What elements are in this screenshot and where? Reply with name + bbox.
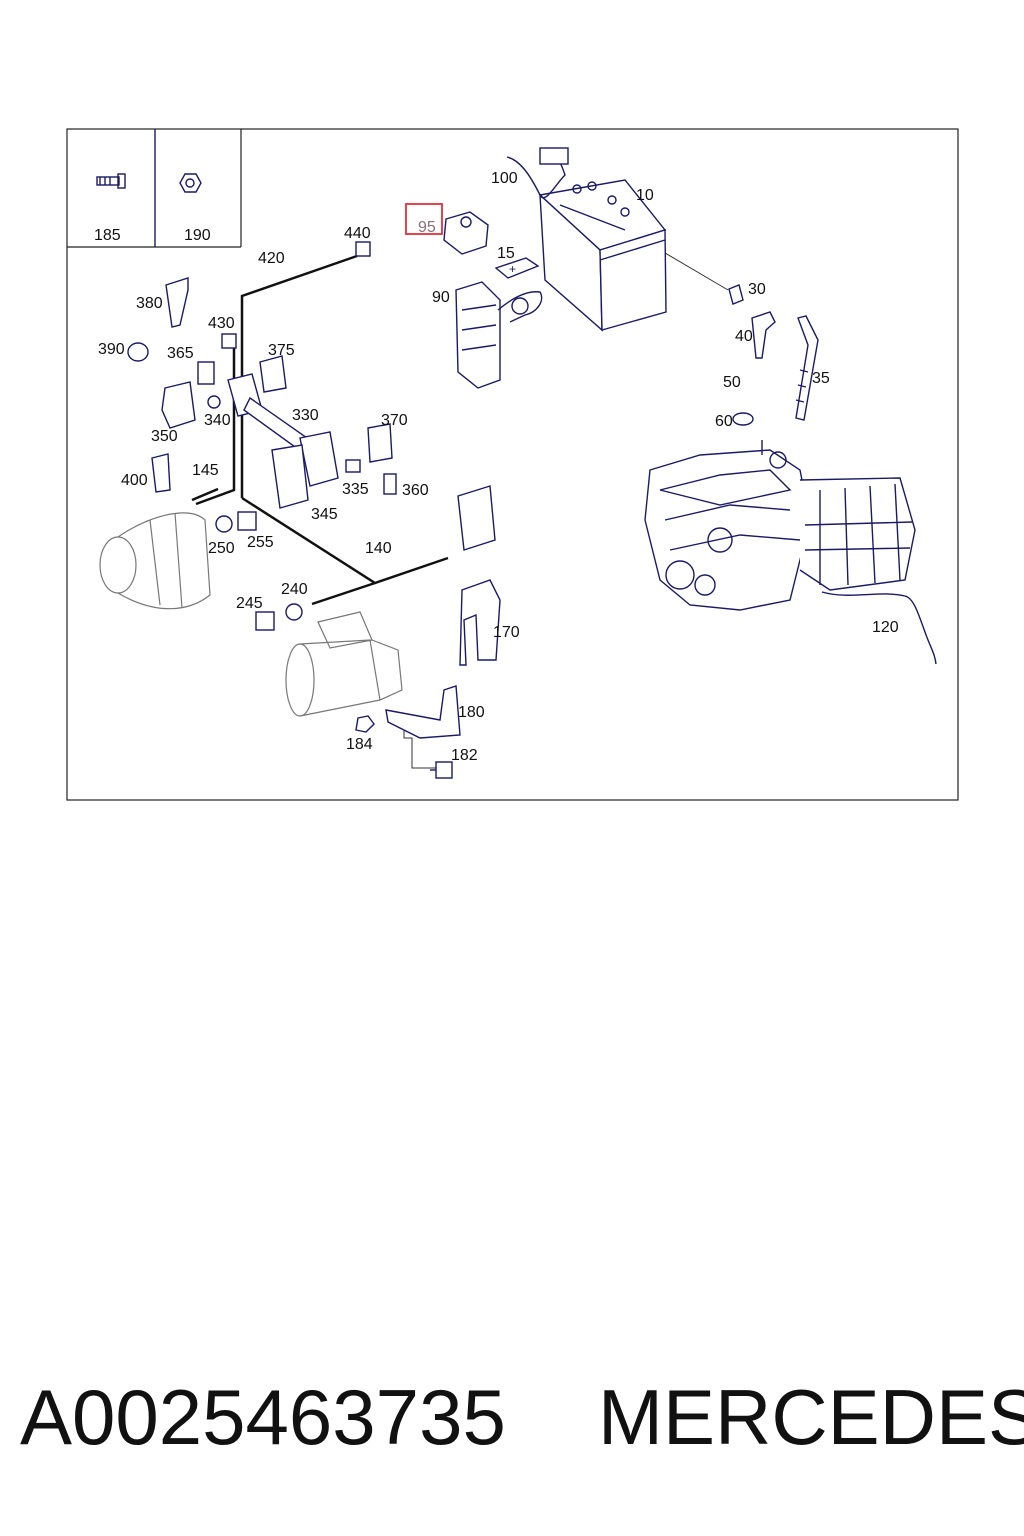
label-390: 390 (98, 341, 125, 358)
elbow-40 (751, 311, 776, 359)
highlight-box-95 (405, 203, 443, 235)
label-240: 240 (281, 581, 308, 598)
sleeve-245 (255, 611, 275, 631)
label-15: 15 (497, 245, 515, 262)
label-330: 330 (292, 407, 319, 424)
box-part-140 (457, 485, 496, 551)
label-35: 35 (812, 370, 830, 387)
part-labels: 185 190 10 15 30 35 40 50 60 90 95 100 1… (94, 170, 899, 764)
label-180: 180 (458, 704, 485, 721)
label-140: 140 (365, 540, 392, 557)
bracket-370 (367, 423, 393, 463)
connector-365 (197, 361, 215, 385)
junction-block-330 (227, 373, 339, 487)
rod-35 (795, 315, 819, 421)
label-255: 255 (247, 534, 274, 551)
nut-240 (285, 603, 303, 621)
part-340 (207, 395, 221, 409)
fuse-box-90 (455, 281, 543, 389)
fastener-inset (67, 129, 242, 248)
label-400: 400 (121, 472, 148, 489)
label-420: 420 (258, 250, 285, 267)
label-190: 190 (184, 227, 211, 244)
bracket-180 (385, 685, 461, 739)
nut-184 (355, 715, 375, 733)
plus-plate-15: + (494, 257, 540, 279)
label-60: 60 (715, 413, 733, 430)
cap-430 (221, 333, 237, 349)
battery (538, 179, 667, 332)
connector-440 (355, 241, 371, 257)
label-10: 10 (636, 187, 654, 204)
holder-350 (161, 381, 196, 429)
bolt-335 (345, 459, 361, 473)
label-185: 185 (94, 227, 121, 244)
label-145: 145 (192, 462, 219, 479)
label-380: 380 (136, 295, 163, 312)
bolt-182 (430, 761, 453, 779)
footer-caption: A0025463735 MERCEDES (0, 1372, 1024, 1492)
label-50: 50 (723, 374, 741, 391)
terminal-cover-95 (443, 211, 489, 255)
label-100: 100 (491, 170, 518, 187)
ground-cable-120 (821, 591, 937, 665)
alternator (99, 512, 211, 610)
cover-255 (237, 511, 257, 531)
cable-clamp (539, 147, 569, 165)
label-350: 350 (151, 428, 178, 445)
nut-icon (179, 173, 202, 193)
label-335: 335 (342, 481, 369, 498)
label-40: 40 (735, 328, 753, 345)
engine-transmission (644, 440, 916, 611)
starter-motor (285, 611, 403, 717)
bracket-170 (459, 579, 501, 666)
label-365: 365 (167, 345, 194, 362)
label-345: 345 (311, 506, 338, 523)
label-340: 340 (204, 412, 231, 429)
clip-400 (151, 453, 171, 493)
nut-250 (215, 515, 233, 533)
label-430: 430 (208, 315, 235, 332)
label-440: 440 (344, 225, 371, 242)
label-182: 182 (451, 747, 478, 764)
svg-text:+: + (509, 262, 516, 276)
grommet-60 (732, 412, 754, 426)
brand-name: MERCEDES (598, 1373, 1024, 1461)
nut-360 (383, 473, 397, 495)
diagram-frame (66, 128, 959, 801)
label-95: 95 (418, 219, 436, 236)
label-375: 375 (268, 342, 295, 359)
part-number: A0025463735 (20, 1373, 506, 1461)
bracket-375 (259, 355, 287, 393)
grommet-390 (127, 342, 149, 362)
label-370: 370 (381, 412, 408, 429)
bolt-icon (96, 173, 126, 189)
label-90: 90 (432, 289, 450, 306)
hose-50 (742, 369, 750, 416)
label-184: 184 (346, 736, 373, 753)
label-245: 245 (236, 595, 263, 612)
label-250: 250 (208, 540, 235, 557)
label-120: 120 (872, 619, 899, 636)
clip-380 (165, 277, 189, 328)
cover-345 (271, 444, 309, 509)
small-cap-30 (728, 284, 744, 305)
label-30: 30 (748, 281, 766, 298)
label-170: 170 (493, 624, 520, 641)
label-360: 360 (402, 482, 429, 499)
